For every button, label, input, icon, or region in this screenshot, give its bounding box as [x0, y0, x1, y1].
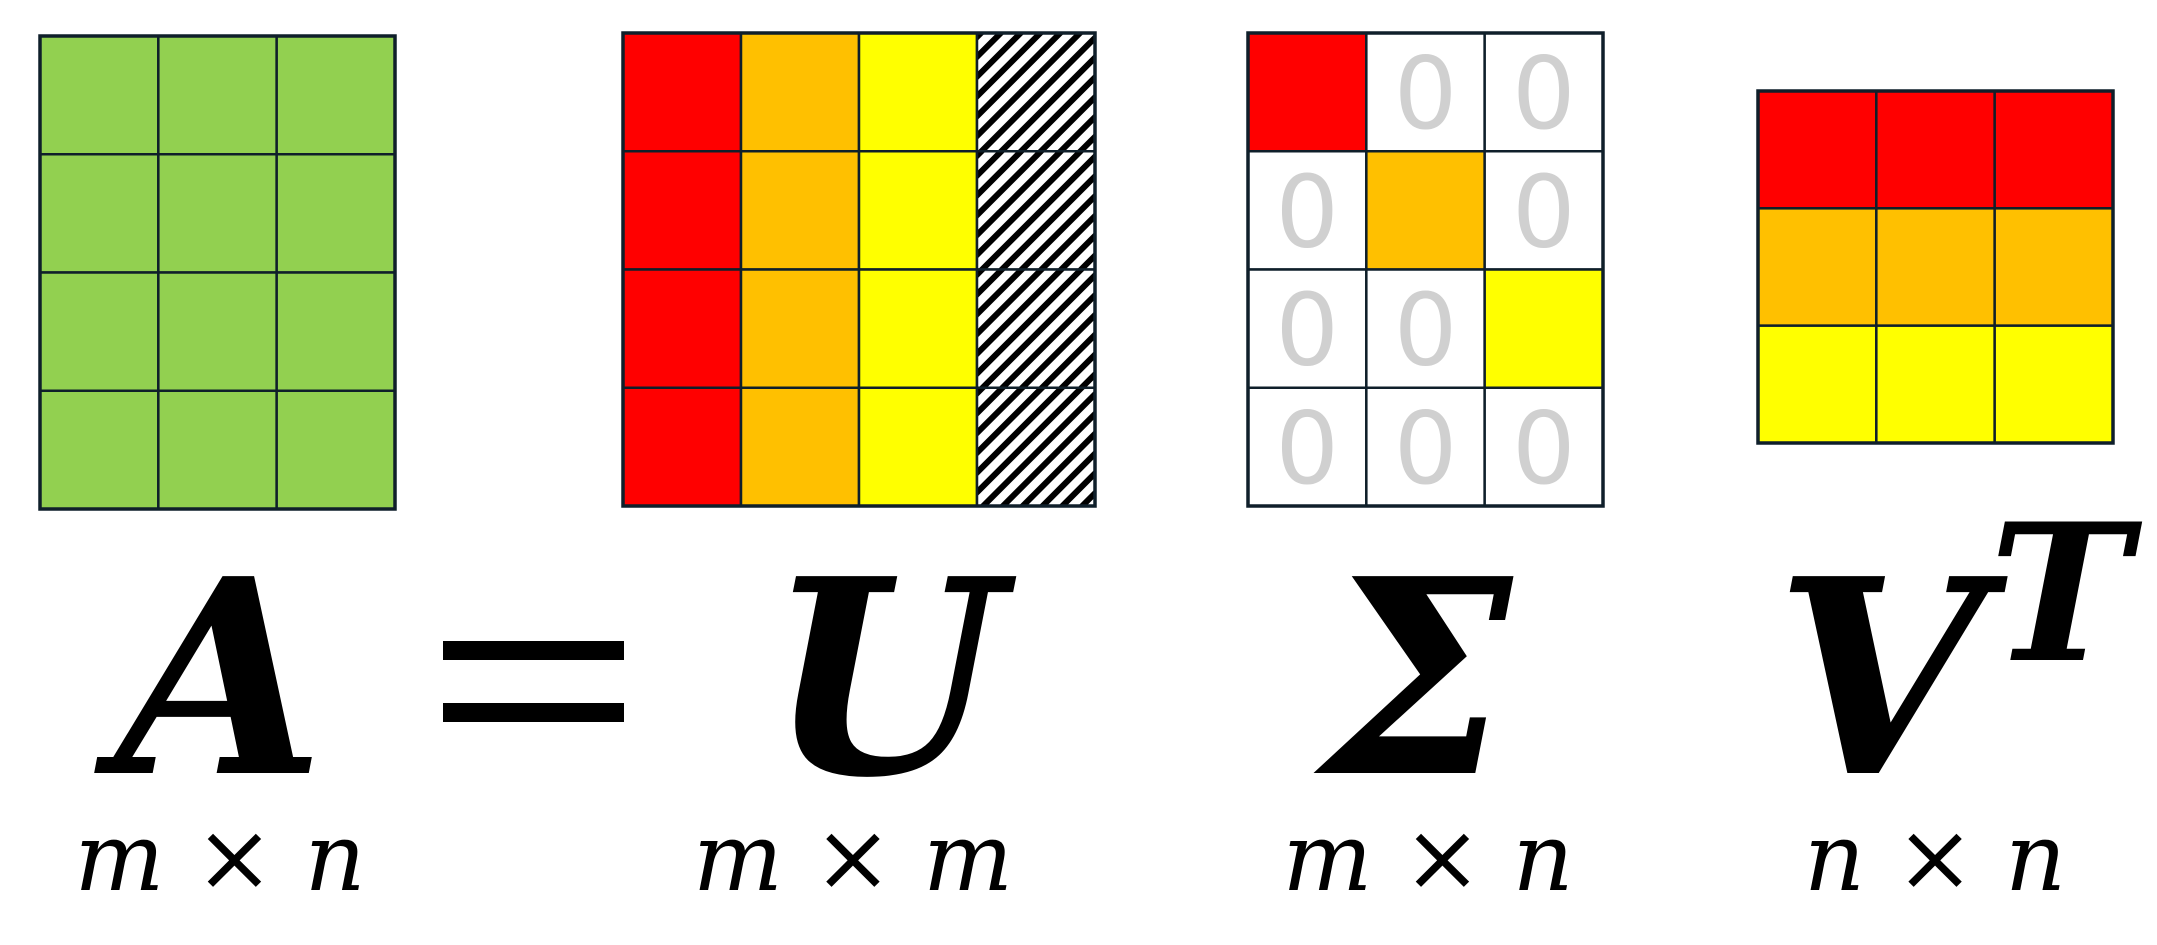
matrix-cell: [38, 389, 160, 511]
matrix-cell: [1246, 150, 1368, 271]
matrix-border: [1246, 31, 1605, 508]
symbol-U: U: [767, 519, 1020, 837]
matrix-cell: [1756, 207, 1878, 327]
matrix-cell: [857, 268, 979, 389]
zero-entry: 0: [1394, 272, 1458, 389]
matrix-cell: [1365, 268, 1486, 389]
matrix-VT: [1756, 89, 2115, 445]
matrix-cell: [1483, 268, 1605, 389]
matrix-cell: [275, 271, 397, 392]
matrix-cell: [621, 268, 743, 389]
zero-entry: 0: [1512, 35, 1576, 152]
matrix-cell: [275, 389, 397, 511]
matrix-cell: [1875, 324, 1996, 445]
matrix-cell: [1875, 207, 1996, 327]
matrix-cell: [38, 34, 160, 156]
matrix-cell: [157, 271, 278, 392]
matrix-cell: [1246, 31, 1368, 153]
dims-U: m × m: [693, 803, 1013, 913]
zero-entry: 0: [1512, 390, 1576, 507]
symbol-A: A: [94, 519, 325, 837]
symbol-sigma: Σ: [1313, 519, 1516, 837]
matrix-cell: [157, 389, 278, 511]
matrix-cell: [157, 34, 278, 156]
matrix-cell: [975, 386, 1097, 508]
matrix-cell: [975, 268, 1097, 389]
zero-entry: 0: [1275, 272, 1339, 389]
matrix-cell: [275, 153, 397, 274]
dims-sigma: m × n: [1282, 803, 1573, 913]
matrix-cell: [1993, 89, 2115, 210]
matrix-border: [38, 34, 397, 511]
matrix-cell: [975, 150, 1097, 271]
dims-A: m × n: [74, 803, 365, 913]
matrix-cell: [857, 31, 979, 153]
matrix-cell: [857, 386, 979, 508]
matrix-cell: [1365, 150, 1486, 271]
superscript-T: T: [1989, 482, 2142, 705]
matrix-cell: [621, 150, 743, 271]
matrix-border: [1756, 89, 2115, 445]
zero-entry: 0: [1394, 390, 1458, 507]
matrix-cell: [857, 150, 979, 271]
matrix-cell: [1993, 324, 2115, 445]
dims-VT: n × n: [1804, 803, 2066, 913]
symbol-V: V: [1775, 519, 2011, 837]
matrix-cell: [739, 268, 861, 389]
matrix-cell: [38, 271, 160, 392]
matrix-A: [38, 34, 397, 511]
matrix-cell: [1875, 89, 1996, 210]
matrix-cell: [157, 153, 278, 274]
matrix-border: [621, 31, 1097, 508]
zero-entry: 0: [1512, 153, 1576, 270]
matrix-cell: [621, 386, 743, 508]
matrix-cell: [1483, 150, 1605, 271]
matrix-cell: [739, 150, 861, 271]
matrix-U: [621, 31, 1097, 508]
matrix-cell: [739, 31, 861, 153]
matrix-cell: [975, 31, 1097, 153]
matrix-cell: [1756, 324, 1878, 445]
matrix-cell: [1756, 89, 1878, 210]
matrix-cell: [38, 153, 160, 274]
matrix-cell: [1246, 386, 1368, 508]
zero-entry: 0: [1275, 153, 1339, 270]
equals-sign: [443, 641, 624, 722]
matrix-cell: [739, 386, 861, 508]
matrix-cell: [275, 34, 397, 156]
matrix-cell: [621, 31, 743, 153]
zero-entry: 0: [1394, 35, 1458, 152]
zero-entry: 0: [1275, 390, 1339, 507]
matrix-cell: [1993, 207, 2115, 327]
